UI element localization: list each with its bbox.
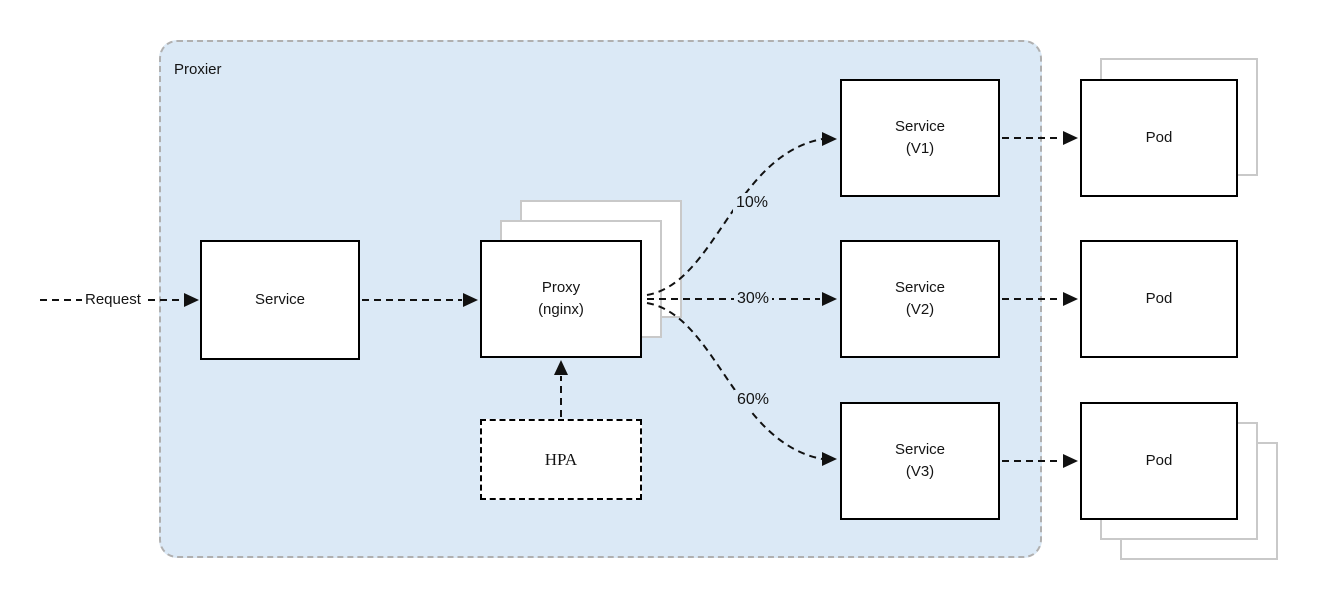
proxy-box: Proxy (nginx) [480,240,642,358]
service-v2-box: Service (V2) [840,240,1000,358]
pod-v3-label: Pod [1145,452,1173,469]
pod-v2-label: Pod [1145,290,1173,307]
traffic-split-v1-label: 10% [733,193,772,213]
hpa-label: HPA [544,449,578,469]
proxy-label-line2: (nginx) [538,301,584,318]
v1-to-pod-arrowhead [1063,131,1078,145]
service-v1-box: Service (V1) [840,79,1000,197]
v3-to-pod-arrowhead [1063,454,1078,468]
request-label: Request [82,290,144,310]
service-box: Service [200,240,360,360]
service-v1-label-line2: (V1) [905,140,935,157]
service-label: Service [254,291,306,308]
service-v3-label-line1: Service [894,441,946,458]
hpa-box: HPA [480,419,642,500]
pod-v1-label: Pod [1145,129,1173,146]
traffic-split-v2-label: 30% [734,289,773,309]
service-v2-label-line1: Service [894,279,946,296]
service-v3-label-line2: (V3) [905,463,935,480]
proxy-label-line1: Proxy [541,279,581,296]
service-v3-box: Service (V3) [840,402,1000,520]
service-v2-label-line2: (V2) [905,301,935,318]
v2-to-pod-arrowhead [1063,292,1078,306]
pod-v3-box: Pod [1080,402,1238,520]
proxier-group-label: Proxier [174,61,222,78]
service-v1-label-line1: Service [894,118,946,135]
pod-v2-box: Pod [1080,240,1238,358]
traffic-split-v3-label: 60% [734,390,773,410]
pod-v1-box: Pod [1080,79,1238,197]
